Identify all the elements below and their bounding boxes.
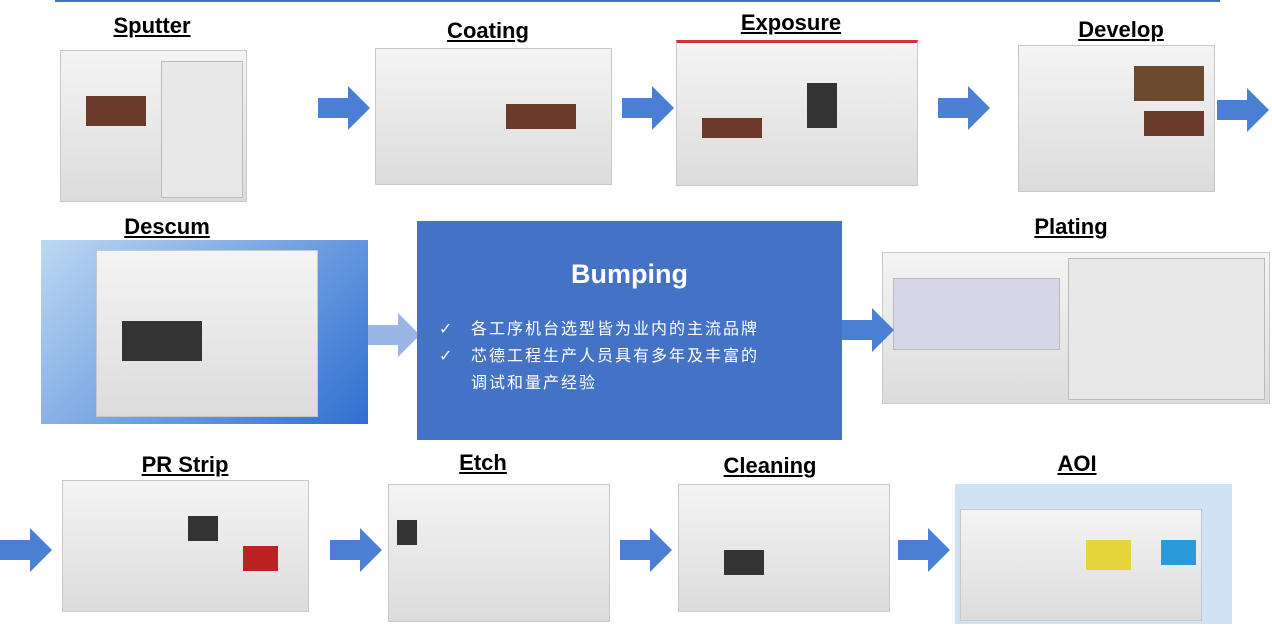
arrow-right-icon (620, 528, 672, 572)
descum-machine-image (41, 240, 368, 424)
exposure-machine-image (676, 40, 918, 186)
bullet-text: 芯德工程生产人员具有多年及丰富的 (471, 346, 760, 365)
arrow-right-icon (330, 528, 382, 572)
plating-machine-image (882, 252, 1270, 404)
step-label-exposure: Exposure (740, 10, 842, 35)
arrow-right-icon (622, 86, 674, 130)
step-label-pr-strip: PR Strip (141, 452, 229, 477)
bumping-title: Bumping (571, 259, 688, 289)
develop-machine-image (1018, 45, 1215, 192)
sputter-machine-image (60, 50, 247, 202)
top-divider (55, 0, 1220, 2)
step-label-cleaning: Cleaning (723, 453, 817, 478)
step-label-aoi: AOI (1057, 451, 1097, 476)
bullet-item: ✓ 各工序机台选型皆为业内的主流品牌 (439, 315, 759, 339)
arrow-right-icon (842, 308, 894, 352)
coating-machine-image (375, 48, 612, 185)
arrow-right-icon (898, 528, 950, 572)
etch-machine-image (388, 484, 610, 622)
step-label-develop: Develop (1078, 17, 1164, 42)
bullet-item: ✓ 芯德工程生产人员具有多年及丰富的 (439, 342, 759, 366)
aoi-machine-image (955, 484, 1232, 624)
bullet-text-continued: 调试和量产经验 (471, 373, 598, 392)
arrow-right-icon (368, 313, 420, 357)
arrow-right-icon (1217, 88, 1269, 132)
step-label-etch: Etch (459, 450, 507, 475)
bullet-text: 各工序机台选型皆为业内的主流品牌 (471, 319, 760, 338)
cleaning-machine-image (678, 484, 890, 612)
check-icon: ✓ (439, 346, 455, 365)
check-icon: ✓ (439, 319, 455, 338)
arrow-right-icon (0, 528, 52, 572)
arrow-right-icon (938, 86, 990, 130)
step-label-descum: Descum (124, 214, 210, 239)
step-label-plating: Plating (1034, 214, 1108, 239)
arrow-right-icon (318, 86, 370, 130)
step-label-sputter: Sputter (113, 13, 191, 38)
bumping-summary-box: Bumping ✓ 各工序机台选型皆为业内的主流品牌 ✓ 芯德工程生产人员具有多年及… (417, 221, 842, 440)
pr-strip-machine-image (62, 480, 309, 612)
step-label-coating: Coating (447, 18, 529, 43)
